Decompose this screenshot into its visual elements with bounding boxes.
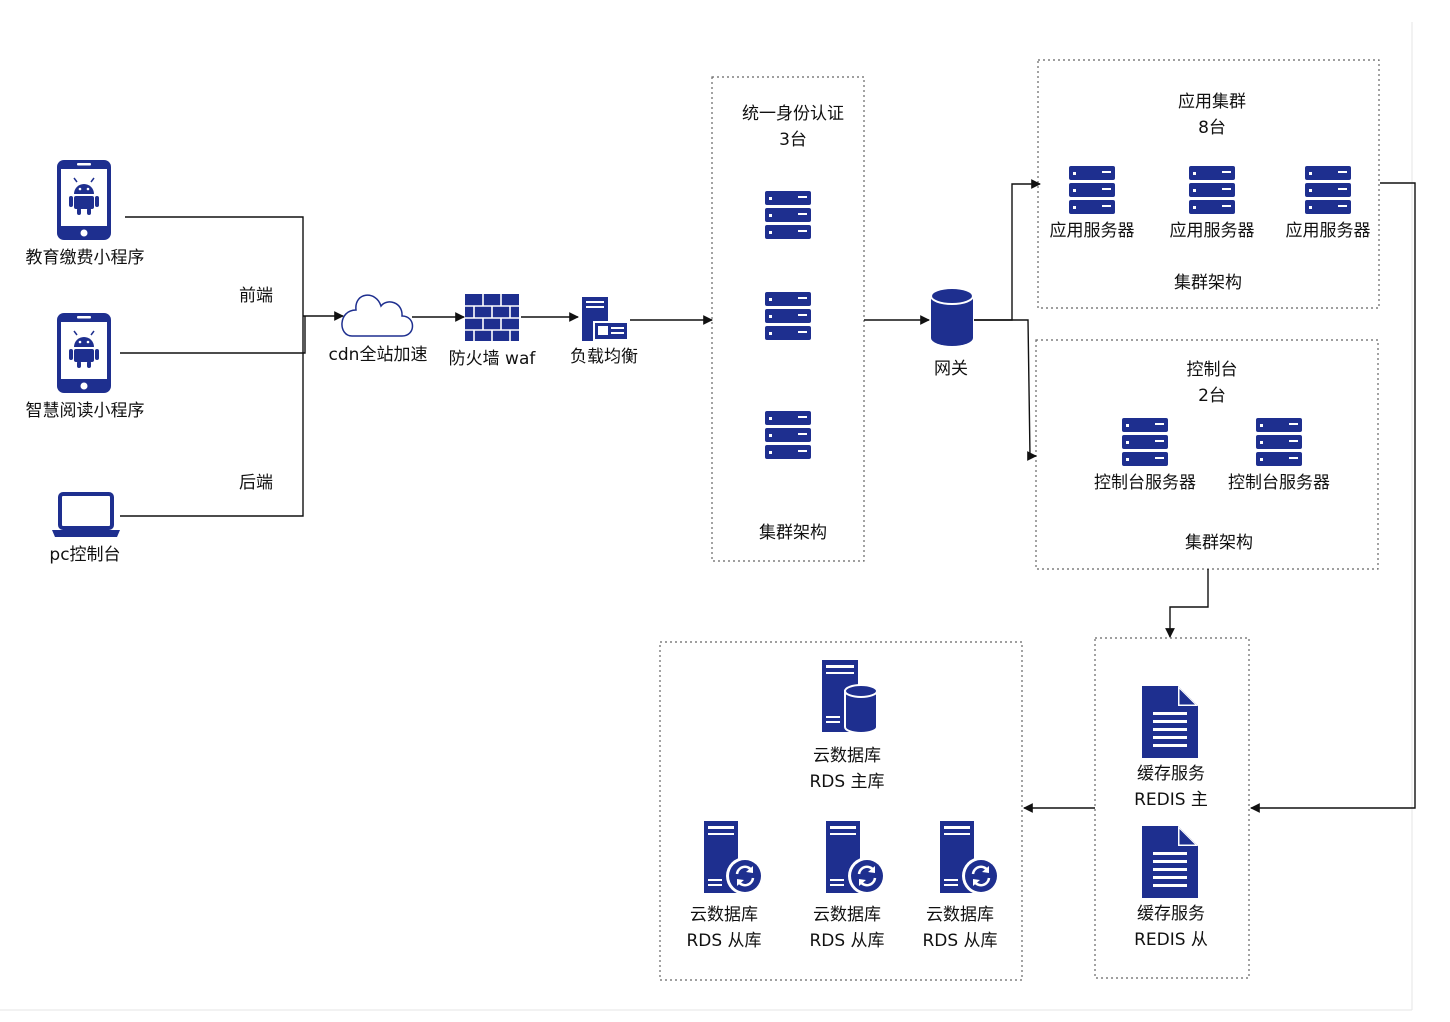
document-icon <box>1142 826 1198 898</box>
connector-lines <box>120 179 1416 813</box>
laptop-icon <box>52 492 120 537</box>
android-phone-icon <box>56 159 112 241</box>
document-icon <box>1142 686 1198 758</box>
cache-master-line2: REDIS 主 <box>1134 790 1208 810</box>
load-balancer-icon <box>582 297 629 341</box>
db-slave-line2: RDS 从库 <box>686 931 761 951</box>
app-cluster-footer: 集群架构 <box>1174 273 1242 293</box>
console-server-label: 控制台服务器 <box>1228 473 1330 493</box>
app-server-label: 应用服务器 <box>1286 221 1371 241</box>
cloud-icon <box>341 294 414 337</box>
server-icon <box>1122 418 1168 466</box>
server-icon <box>765 191 811 239</box>
load-balancer-label: 负载均衡 <box>570 347 638 367</box>
gateway-label: 网关 <box>934 359 968 379</box>
database-box <box>659 641 1023 981</box>
server-icon <box>765 292 811 340</box>
console-cluster-box <box>1035 339 1379 570</box>
server-icon <box>1069 166 1115 214</box>
db-slave-line1: 云数据库 <box>926 905 994 925</box>
db-master-line1: 云数据库 <box>813 746 881 766</box>
server-icon <box>1305 166 1351 214</box>
app-cluster-title: 应用集群 <box>1178 92 1246 112</box>
backend-label: 后端 <box>239 473 273 493</box>
console-cluster-title: 控制台 <box>1187 360 1238 380</box>
database-sync-server-icon <box>702 819 766 897</box>
console-cluster-footer: 集群架构 <box>1185 533 1253 553</box>
firewall-label: 防火墙 waf <box>449 349 537 369</box>
android-phone-icon <box>56 312 112 394</box>
database-server-icon <box>822 660 878 734</box>
auth-cluster-count: 3台 <box>779 130 807 150</box>
server-icon <box>765 411 811 459</box>
frontend-label: 前端 <box>239 286 273 306</box>
cdn-label: cdn全站加速 <box>329 345 428 365</box>
app-cluster-count: 8台 <box>1198 118 1226 138</box>
db-slave-line1: 云数据库 <box>690 905 758 925</box>
cache-slave-line2: REDIS 从 <box>1134 930 1208 950</box>
cache-master-line1: 缓存服务 <box>1137 764 1205 784</box>
auth-cluster-footer: 集群架构 <box>759 523 827 543</box>
database-cylinder-icon <box>930 287 974 346</box>
app-cluster-box <box>1037 59 1380 309</box>
db-slave-line2: RDS 从库 <box>809 931 884 951</box>
pc-console-label: pc控制台 <box>49 545 120 565</box>
server-icon <box>1189 166 1235 214</box>
db-slave-line1: 云数据库 <box>813 905 881 925</box>
app-server-label: 应用服务器 <box>1170 221 1255 241</box>
db-slave-line2: RDS 从库 <box>922 931 997 951</box>
app-server-label: 应用服务器 <box>1050 221 1135 241</box>
database-sync-server-icon <box>824 819 888 897</box>
firewall-icon <box>465 294 519 341</box>
auth-cluster-title: 统一身份认证 <box>742 104 844 124</box>
console-cluster-count: 2台 <box>1198 386 1226 406</box>
db-master-line2: RDS 主库 <box>809 772 884 792</box>
database-sync-server-icon <box>938 819 1002 897</box>
console-server-label: 控制台服务器 <box>1094 473 1196 493</box>
cache-box <box>1094 637 1250 979</box>
mini-program-read-label: 智慧阅读小程序 <box>26 401 145 421</box>
mini-program-edu-label: 教育缴费小程序 <box>26 248 145 268</box>
cache-slave-line1: 缓存服务 <box>1137 904 1205 924</box>
server-icon <box>1256 418 1302 466</box>
